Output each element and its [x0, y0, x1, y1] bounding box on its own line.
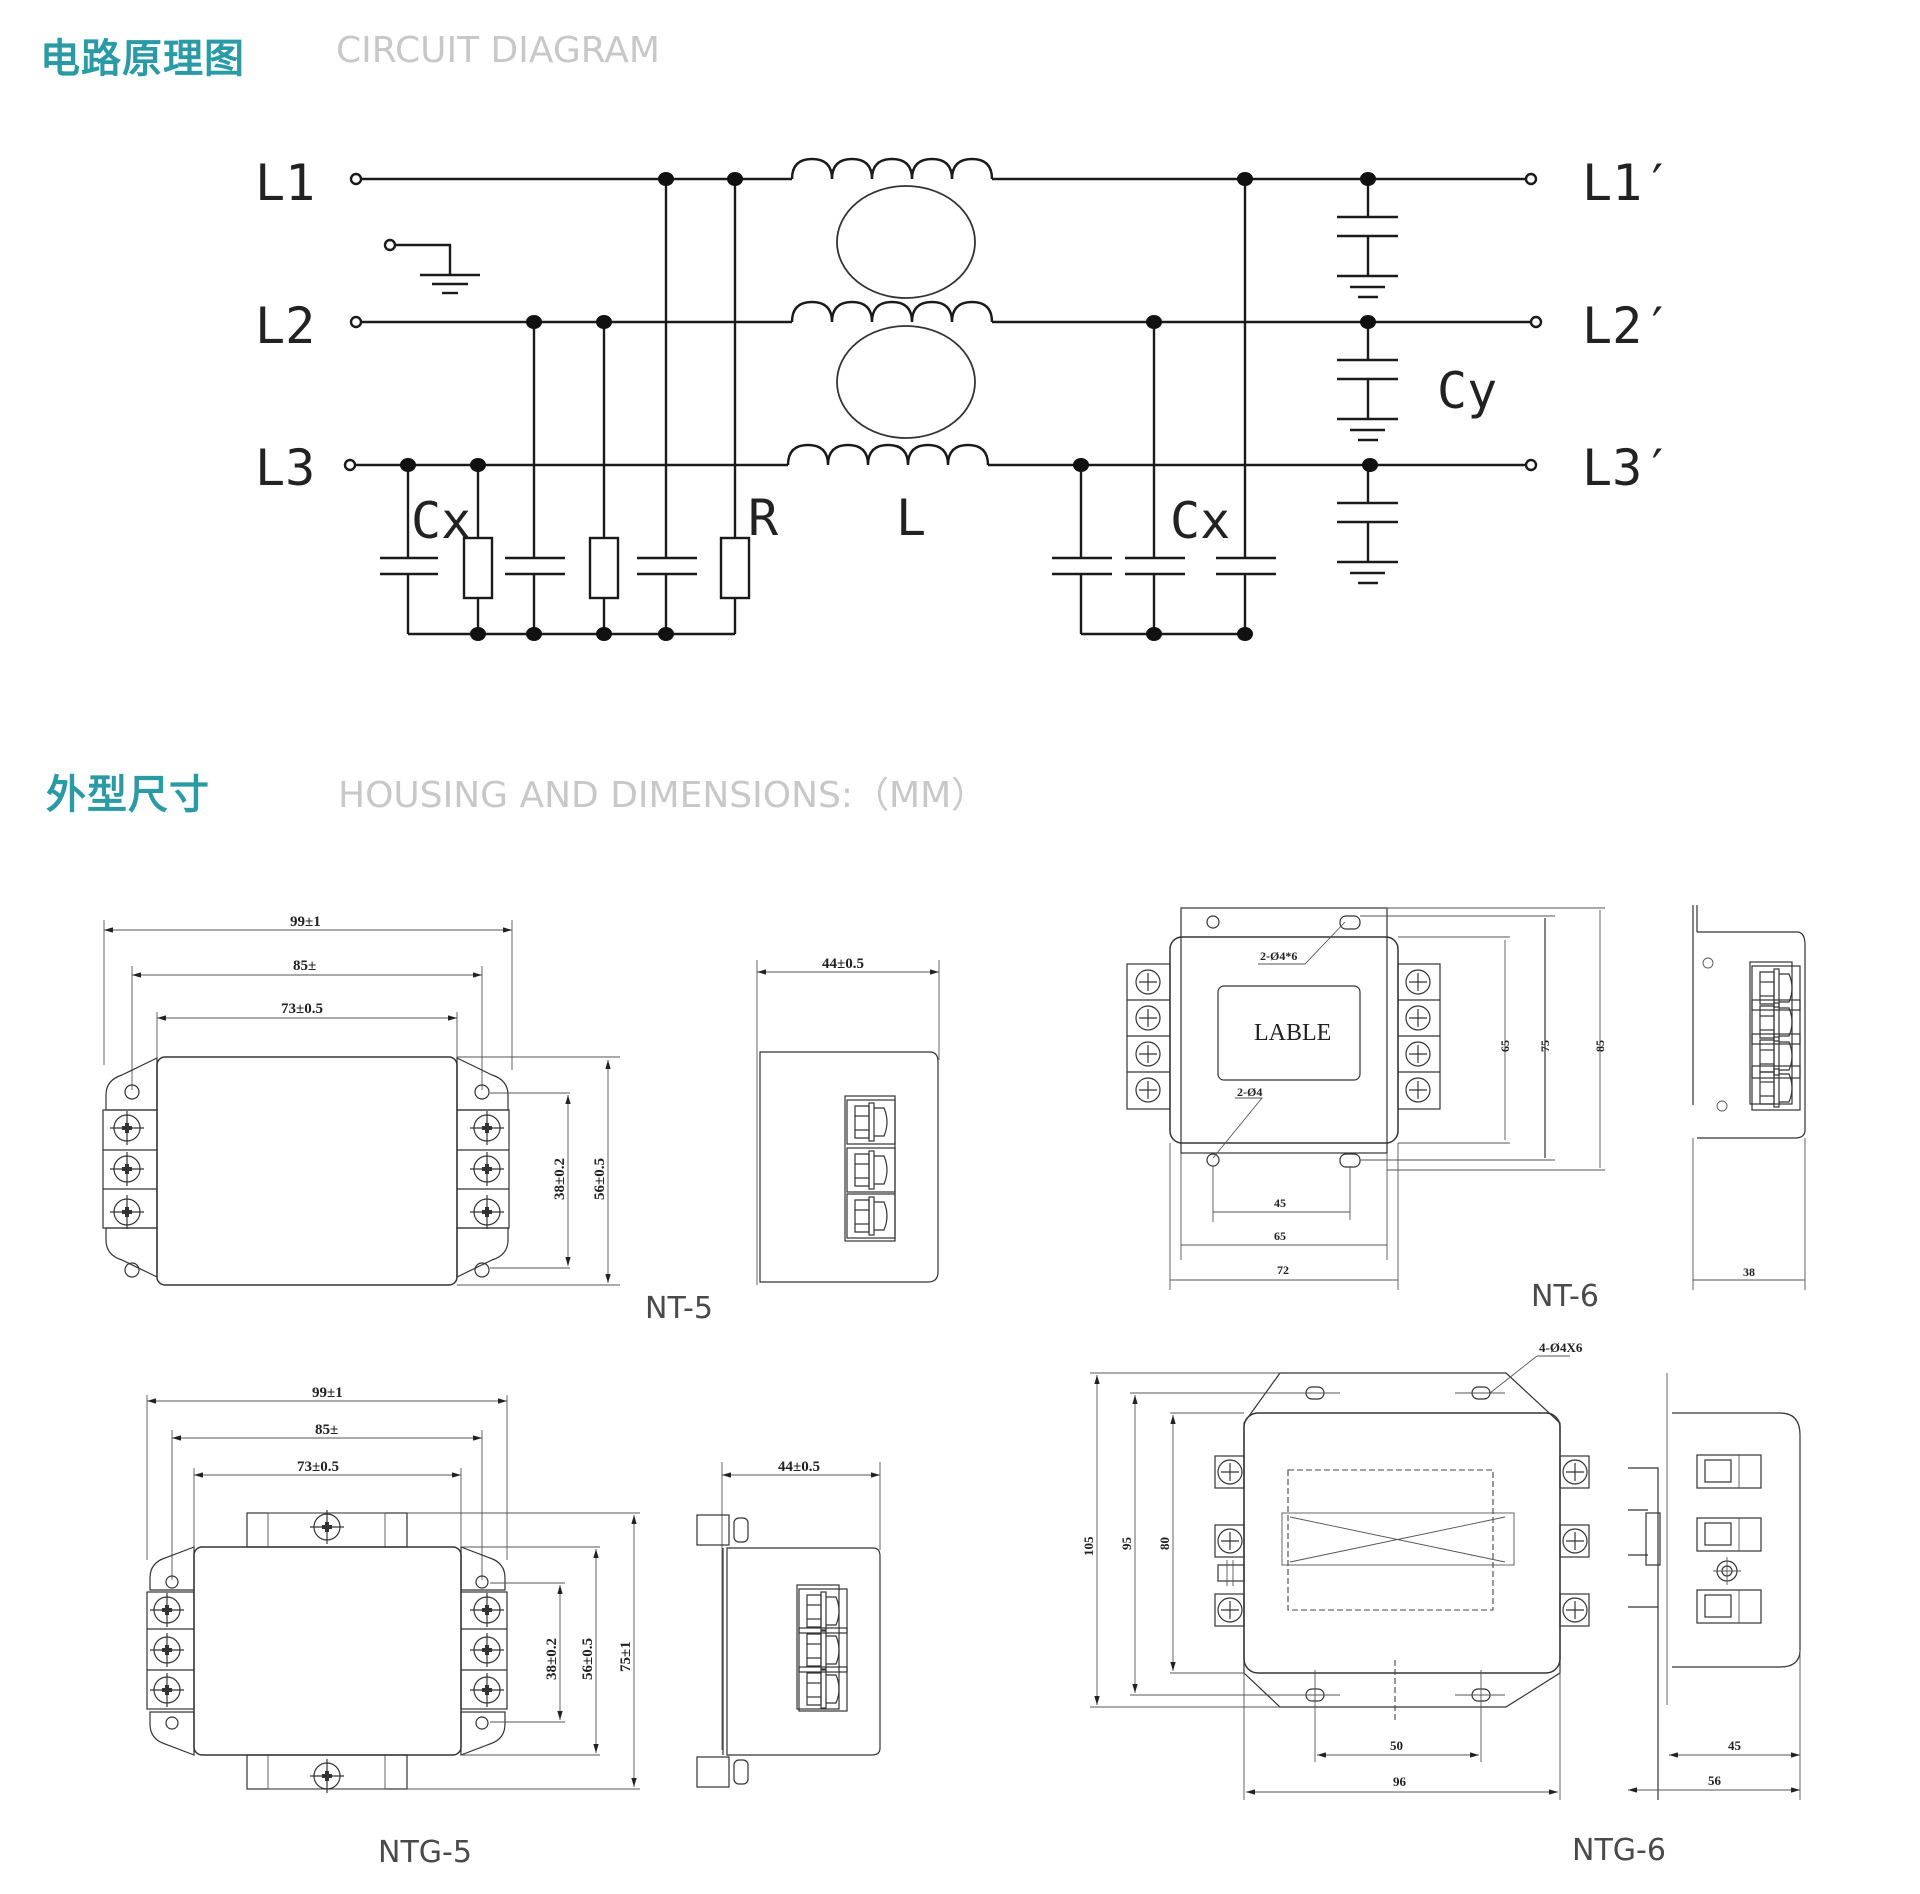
nt6-drawing: LABLE 2-Ø4*6 2-Ø4 65 75 85 45 65 72 [1126, 905, 1806, 1314]
nt5-dim-overall-width: 99±1 [290, 914, 321, 930]
right-filter-network [1052, 179, 1276, 636]
circuit-section-title-en: CIRCUIT DIAGRAM [336, 30, 660, 71]
nt6-dim-h3: 85 [1593, 1040, 1607, 1052]
nt6-label-box: LABLE [1254, 1020, 1331, 1046]
ntg5-dim-hole-pitch: 85± [315, 1422, 338, 1438]
nt5-dim-hole-height: 38±0.2 [552, 1158, 568, 1200]
nt5-dim-depth: 44±0.5 [822, 956, 864, 972]
nt6-dim-w1: 45 [1274, 1196, 1286, 1210]
ntg5-drawing: 99±1 85± 73±0.5 38±0.2 56±0.5 [146, 1385, 881, 1870]
nt5-dim-hole-pitch: 85± [293, 958, 316, 974]
inductor-coil-l1 [790, 157, 994, 180]
label-l2-out: L2′ [1582, 297, 1672, 355]
nt6-dim-h2: 75 [1538, 1040, 1552, 1052]
nt6-model-label: NT-6 [1531, 1279, 1599, 1314]
ntg6-dim-h1: 105 [1081, 1536, 1096, 1556]
ntg5-dim-hole-height: 38±0.2 [544, 1638, 560, 1680]
label-r: R [748, 489, 779, 547]
housing-section-title-cn: 外型尺寸 [46, 772, 210, 818]
ground-icon [395, 243, 480, 295]
ntg6-dim-h2: 95 [1119, 1537, 1134, 1551]
ntg6-dim-w1: 50 [1390, 1738, 1403, 1753]
circuit-section-title-cn: 电路原理图 [40, 36, 245, 82]
nt6-dim-depth: 38 [1743, 1265, 1755, 1279]
label-l3-out: L3′ [1582, 439, 1672, 497]
nt5-dim-body-width: 73±0.5 [281, 1001, 323, 1017]
ntg6-dim-d1: 45 [1728, 1738, 1742, 1753]
inductor-core-top [836, 185, 976, 299]
nt5-model-label: NT-5 [645, 1291, 713, 1326]
ntg5-model-label: NTG-5 [378, 1835, 472, 1870]
circuit-diagram: L1 L2 L3 L1′ L2′ L3′ Cx R L Cx Cy [255, 154, 1672, 641]
nt5-drawing: 99±1 85± 73±0.5 38±0.2 56±0.5 44±0.5 [102, 914, 940, 1326]
ntg6-dim-d2: 56 [1708, 1773, 1722, 1788]
ntg6-hole-label: 4-Ø4X6 [1539, 1340, 1583, 1355]
junction-dots [400, 172, 1378, 641]
inductor-core-bottom [836, 325, 976, 439]
label-l1: L1 [255, 154, 315, 212]
nt6-hole-label-top: 2-Ø4*6 [1260, 949, 1297, 963]
inductor-coil-l3 [786, 443, 990, 466]
nt6-dim-w3: 72 [1277, 1263, 1289, 1277]
ntg6-dim-h3: 80 [1157, 1537, 1172, 1550]
label-l2: L2 [255, 297, 315, 355]
ntg5-dim-body-width: 73±0.5 [297, 1459, 339, 1475]
nt6-dim-h1: 65 [1498, 1040, 1512, 1052]
nt5-dim-body-height: 56±0.5 [592, 1158, 608, 1200]
cy-capacitors [1337, 179, 1398, 585]
left-filter-network [380, 179, 751, 636]
inductor-coil-l2 [790, 300, 994, 323]
ntg6-model-label: NTG-6 [1572, 1833, 1666, 1868]
label-l1-out: L1′ [1582, 154, 1672, 212]
ntg6-dim-w2: 96 [1393, 1774, 1407, 1789]
ntg5-dim-depth: 44±0.5 [778, 1459, 820, 1475]
label-cy: Cy [1437, 362, 1497, 420]
label-cx-left: Cx [411, 492, 471, 550]
ntg5-dim-overall-width: 99±1 [312, 1385, 343, 1401]
label-l: L [896, 489, 926, 547]
housing-section-title-en: HOUSING AND DIMENSIONS:（MM） [338, 775, 988, 816]
nt6-dim-w2: 65 [1274, 1229, 1286, 1243]
nt6-hole-label-bottom: 2-Ø4 [1237, 1085, 1262, 1099]
label-cx-right: Cx [1170, 492, 1230, 550]
ntg6-drawing: 4-Ø4X6 105 95 80 50 96 45 56 NTG-6 [1081, 1340, 1801, 1868]
label-l3: L3 [255, 439, 315, 497]
ntg5-dim-body-height: 56±0.5 [580, 1638, 596, 1680]
ntg5-dim-overall-height: 75±1 [618, 1641, 634, 1672]
ground-stud-icon [1713, 1557, 1741, 1585]
